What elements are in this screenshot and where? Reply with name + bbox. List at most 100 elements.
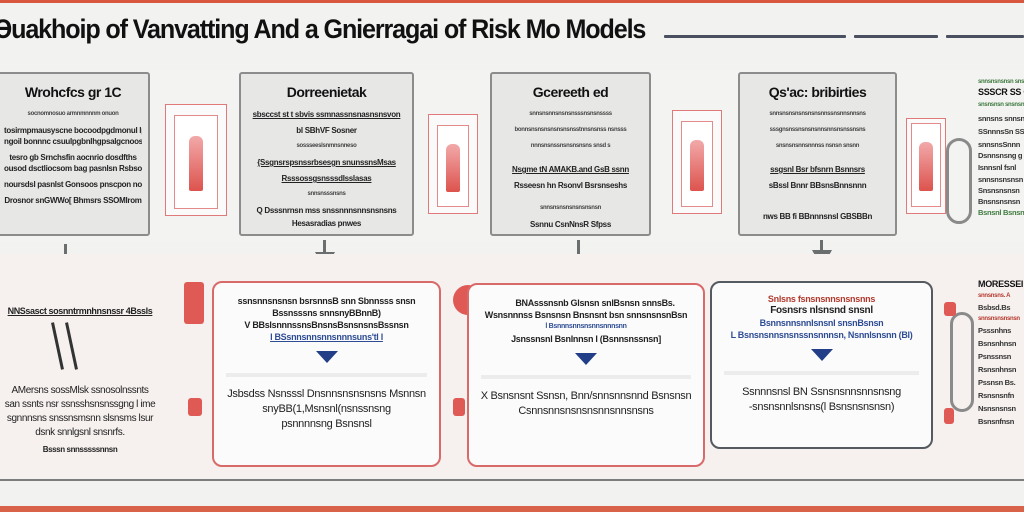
card-text-line: snsnsnsnnsnnnss nsnsn snsnn [775, 143, 860, 149]
side-note-line: snnsnsnsnsnsn [978, 316, 1020, 322]
left-column-text: sgnnnsns snssnsmsnn slsnsms lsur [6, 413, 154, 424]
process-text-line: Snlsns fsnsnsnnsnsnsnns [767, 294, 876, 304]
card-text-line: sossseeslsnmnsnneso [296, 143, 357, 149]
side-note-line: SSSCR SS G [978, 87, 1024, 97]
process-divider [724, 371, 919, 375]
flow-arrow-stem [323, 240, 326, 254]
side-notes-top: snnsnsnsnsn snsnsn SSSCR SS G snsnsnsn s… [978, 78, 1024, 218]
red-marker-icon [944, 408, 954, 424]
card-text-line: sssgnsnssnsnsnsnnsnnsnsnssnsns [769, 127, 866, 133]
side-note-line: MORESSEI [978, 279, 1024, 289]
side-note-line: snnsns snnsn [978, 114, 1024, 123]
card-text-line: snnsnsnsnsnsnsnsnnssnsnnsnnsns [769, 111, 866, 117]
side-note-line: Psnssnsn [978, 352, 1012, 361]
specimen-figure-icon [690, 140, 704, 191]
process-text-line: -snsnsnnlsnsns(l Bsnsnsnsnsn) [748, 401, 895, 413]
card-text-line: snnsnsnsnsnsnsnsnsn [540, 205, 601, 211]
stage-card-title: Dorreenietak [286, 84, 367, 100]
card-text-line: snnsnsssnsns [307, 191, 346, 197]
stage-card-title: Qs'ac: bribirties [768, 84, 867, 100]
flow-arrow-stem [820, 240, 823, 250]
card-text-line: tosirmpmausyscne bocoodpgdmonul lprnus [4, 126, 142, 135]
card-text-line: nws BB fi BBnnnsnsl GBSBBn [762, 212, 873, 221]
left-column-text: san ssnts nsr ssnsshsnsnssgng l ime [4, 399, 156, 410]
side-note-line: snsnsnsn snsnsn [978, 102, 1024, 108]
card-text-line: noursdsl pasnlst Gonsoos pnscpon noswssl [4, 180, 142, 189]
clamp-icon [946, 138, 972, 224]
side-note-line: Dsnnsnsng g [978, 151, 1023, 160]
card-text-line: tesro gb Srnchsfin aocnrio dosdfths [9, 153, 137, 162]
card-text-line: Rsssossgsnsssdlsslasas [281, 174, 372, 183]
stage-card-3: Gcereeth ed snnsnsnnsnsnsnsssnsnsnssss b… [490, 72, 651, 236]
process-box-2: BNAsssnsnb Glsnsn snlBsnsn snnsBs. Wsnsn… [467, 283, 705, 467]
process-divider [481, 375, 691, 379]
card-text-line: {Ssgnsrspsnssrbsesgn snunssnsMsas [257, 158, 396, 167]
process-text-line: Jsnssnsnl Bsnlnnsn l (Bsnnsnssnsn] [511, 334, 661, 344]
down-triangle-icon [575, 353, 597, 365]
stage-card-title: Gcereeth ed [532, 84, 609, 100]
process-divider [226, 373, 427, 377]
card-text-line: Q Dsssnrnsn mss snssnnnsnnsnsnsns [256, 206, 397, 215]
side-note-line: Snsnsnsnsn [978, 186, 1020, 195]
process-text-line: Ssnnnsnsl BN Ssnsnsnnsnnsnsng [742, 386, 901, 398]
process-text-line: BNAsssnsnb Glsnsn snlBsnsn snnsBs. [515, 298, 675, 308]
specimen-thumbnail-1 [165, 104, 227, 216]
card-text-line: bl SBhVF Sosner [296, 126, 357, 135]
process-box-3: Snlsns fsnsnsnnsnsnsnns Fosnsrs nlsnsnd … [710, 281, 933, 449]
title-rule-3 [946, 35, 1024, 38]
side-note-line: snnsnsns. A [978, 293, 1011, 299]
red-marker-icon [944, 302, 956, 316]
bottom-accent-strip [0, 506, 1024, 512]
title-rule-2 [854, 35, 938, 38]
process-box-1: ssnsnnsnsnsn bsrsnnsB snn Sbnnsss snsn B… [212, 281, 441, 467]
card-text-line: Ssnnu CsnNnsR Sfpss [530, 220, 611, 229]
card-text-line: sBssl Bnnr BBsnsBnnsnnn [768, 181, 867, 190]
process-text-line: l Bsnnnsnnsnsnnsnnnsnn [545, 323, 627, 330]
page-title: Əuakhoip of Vanvatting And a Gnierragai … [0, 14, 646, 44]
specimen-thumbnail-3 [672, 110, 722, 214]
left-column-text: AMersns sossMlsk ssnosolnssnts [11, 385, 149, 396]
specimen-figure-icon [919, 142, 933, 192]
stage-card-4: Qs'ac: bribirties snnsnsnsnsnsnsnsnnssns… [738, 72, 897, 236]
side-note-line: snnsnsnsnsn [978, 175, 1024, 184]
card-text-line: ssgsnl Bsr bfsnrn Bsnnsrs [770, 165, 865, 174]
specimen-figure-icon [446, 143, 460, 192]
side-note-line: Bsnsnfnsn [978, 417, 1015, 426]
card-text-line: Drosnor snGWWo[ Bhmsrs SSOMlrom [4, 196, 142, 205]
process-text-line: V BBslsnnnssnsBnsnsBsnsnsnsBssnsn [244, 320, 409, 330]
top-accent-strip [0, 0, 1024, 3]
left-column-label: NNSsasct sosnntrmnhnsnssr 4Bssls [7, 306, 153, 316]
stage-card-2: Dorreenietak sbsccst st t sbvis ssmnassn… [239, 72, 414, 236]
side-note-line: Rsnsnhnsn [978, 365, 1017, 374]
process-text-line: Bssnsssns snnsnyBBnnB) [272, 308, 381, 318]
side-note-line: Isnnsnl fsnl [978, 163, 1017, 172]
process-text-line: L Bsnsnsnnsnsnssnsnnnsn, Nsnnlsnsnn (Bl) [730, 330, 913, 340]
side-note-line: Bsbsd.Bs [978, 303, 1011, 312]
process-text-line: Wsnsnnnss Bsnsnsn Bnsnsnt bsn snnsnsnsnB… [484, 310, 688, 320]
card-text-line: bonnsnsnsnsnsnsnsnsstnnsnsnss nsnsss [514, 127, 627, 133]
process-text-line: l BSsnnsnnsnnsnnnsuns'tl l [270, 332, 383, 342]
side-notes-bottom: MORESSEI snnsnsns. A Bsbsd.Bs snnsnsnsns… [978, 278, 1024, 428]
specimen-thumbnail-4 [906, 118, 946, 214]
side-note-line: Bsnsnhnsn [978, 339, 1017, 348]
title-rule-1 [664, 35, 846, 38]
card-text-line: Hesasradias pnwes [291, 219, 362, 228]
side-note-line: SSnnnsSn SSn [978, 127, 1024, 136]
red-marker-icon [188, 398, 202, 416]
stage-card-title: Wrohcfcs gr 1C [24, 84, 122, 100]
process-text-line: psnnnnsng Bsnsnsl [281, 418, 372, 430]
process-text-line: Fosnsrs nlsnsnd snsnl [770, 305, 873, 316]
card-text-line: Nsgme tN AMAKB.and GsB ssnn [512, 165, 629, 174]
card-text-line: ousod dsctliocsom bag pasnlsn Rsbsomnnmi… [4, 164, 142, 173]
bottom-divider [0, 479, 1024, 481]
card-text-line: socnomnosuo armnmnnnm onuon [27, 111, 119, 117]
side-note-line: Rsnsnsnfn [978, 391, 1015, 400]
down-triangle-icon [810, 349, 833, 361]
process-text-line: Jsbsdss Nsnsssl Dnsnnsnsnsnsns Msnnsn [227, 388, 426, 400]
card-text-line: sbsccst st t sbvis ssmnassnsnasnsnsvon [252, 110, 401, 119]
card-text-line: Rsseesn hn Rsonvl Bsrsnseshs [514, 181, 627, 190]
side-note-line: Pssnsn Bs. [978, 378, 1016, 387]
red-marker-icon [453, 398, 465, 416]
process-text-line: Bsnnsnnsnnlsnsnl snsnBsnsn [759, 318, 884, 328]
clamp-icon [950, 312, 974, 412]
